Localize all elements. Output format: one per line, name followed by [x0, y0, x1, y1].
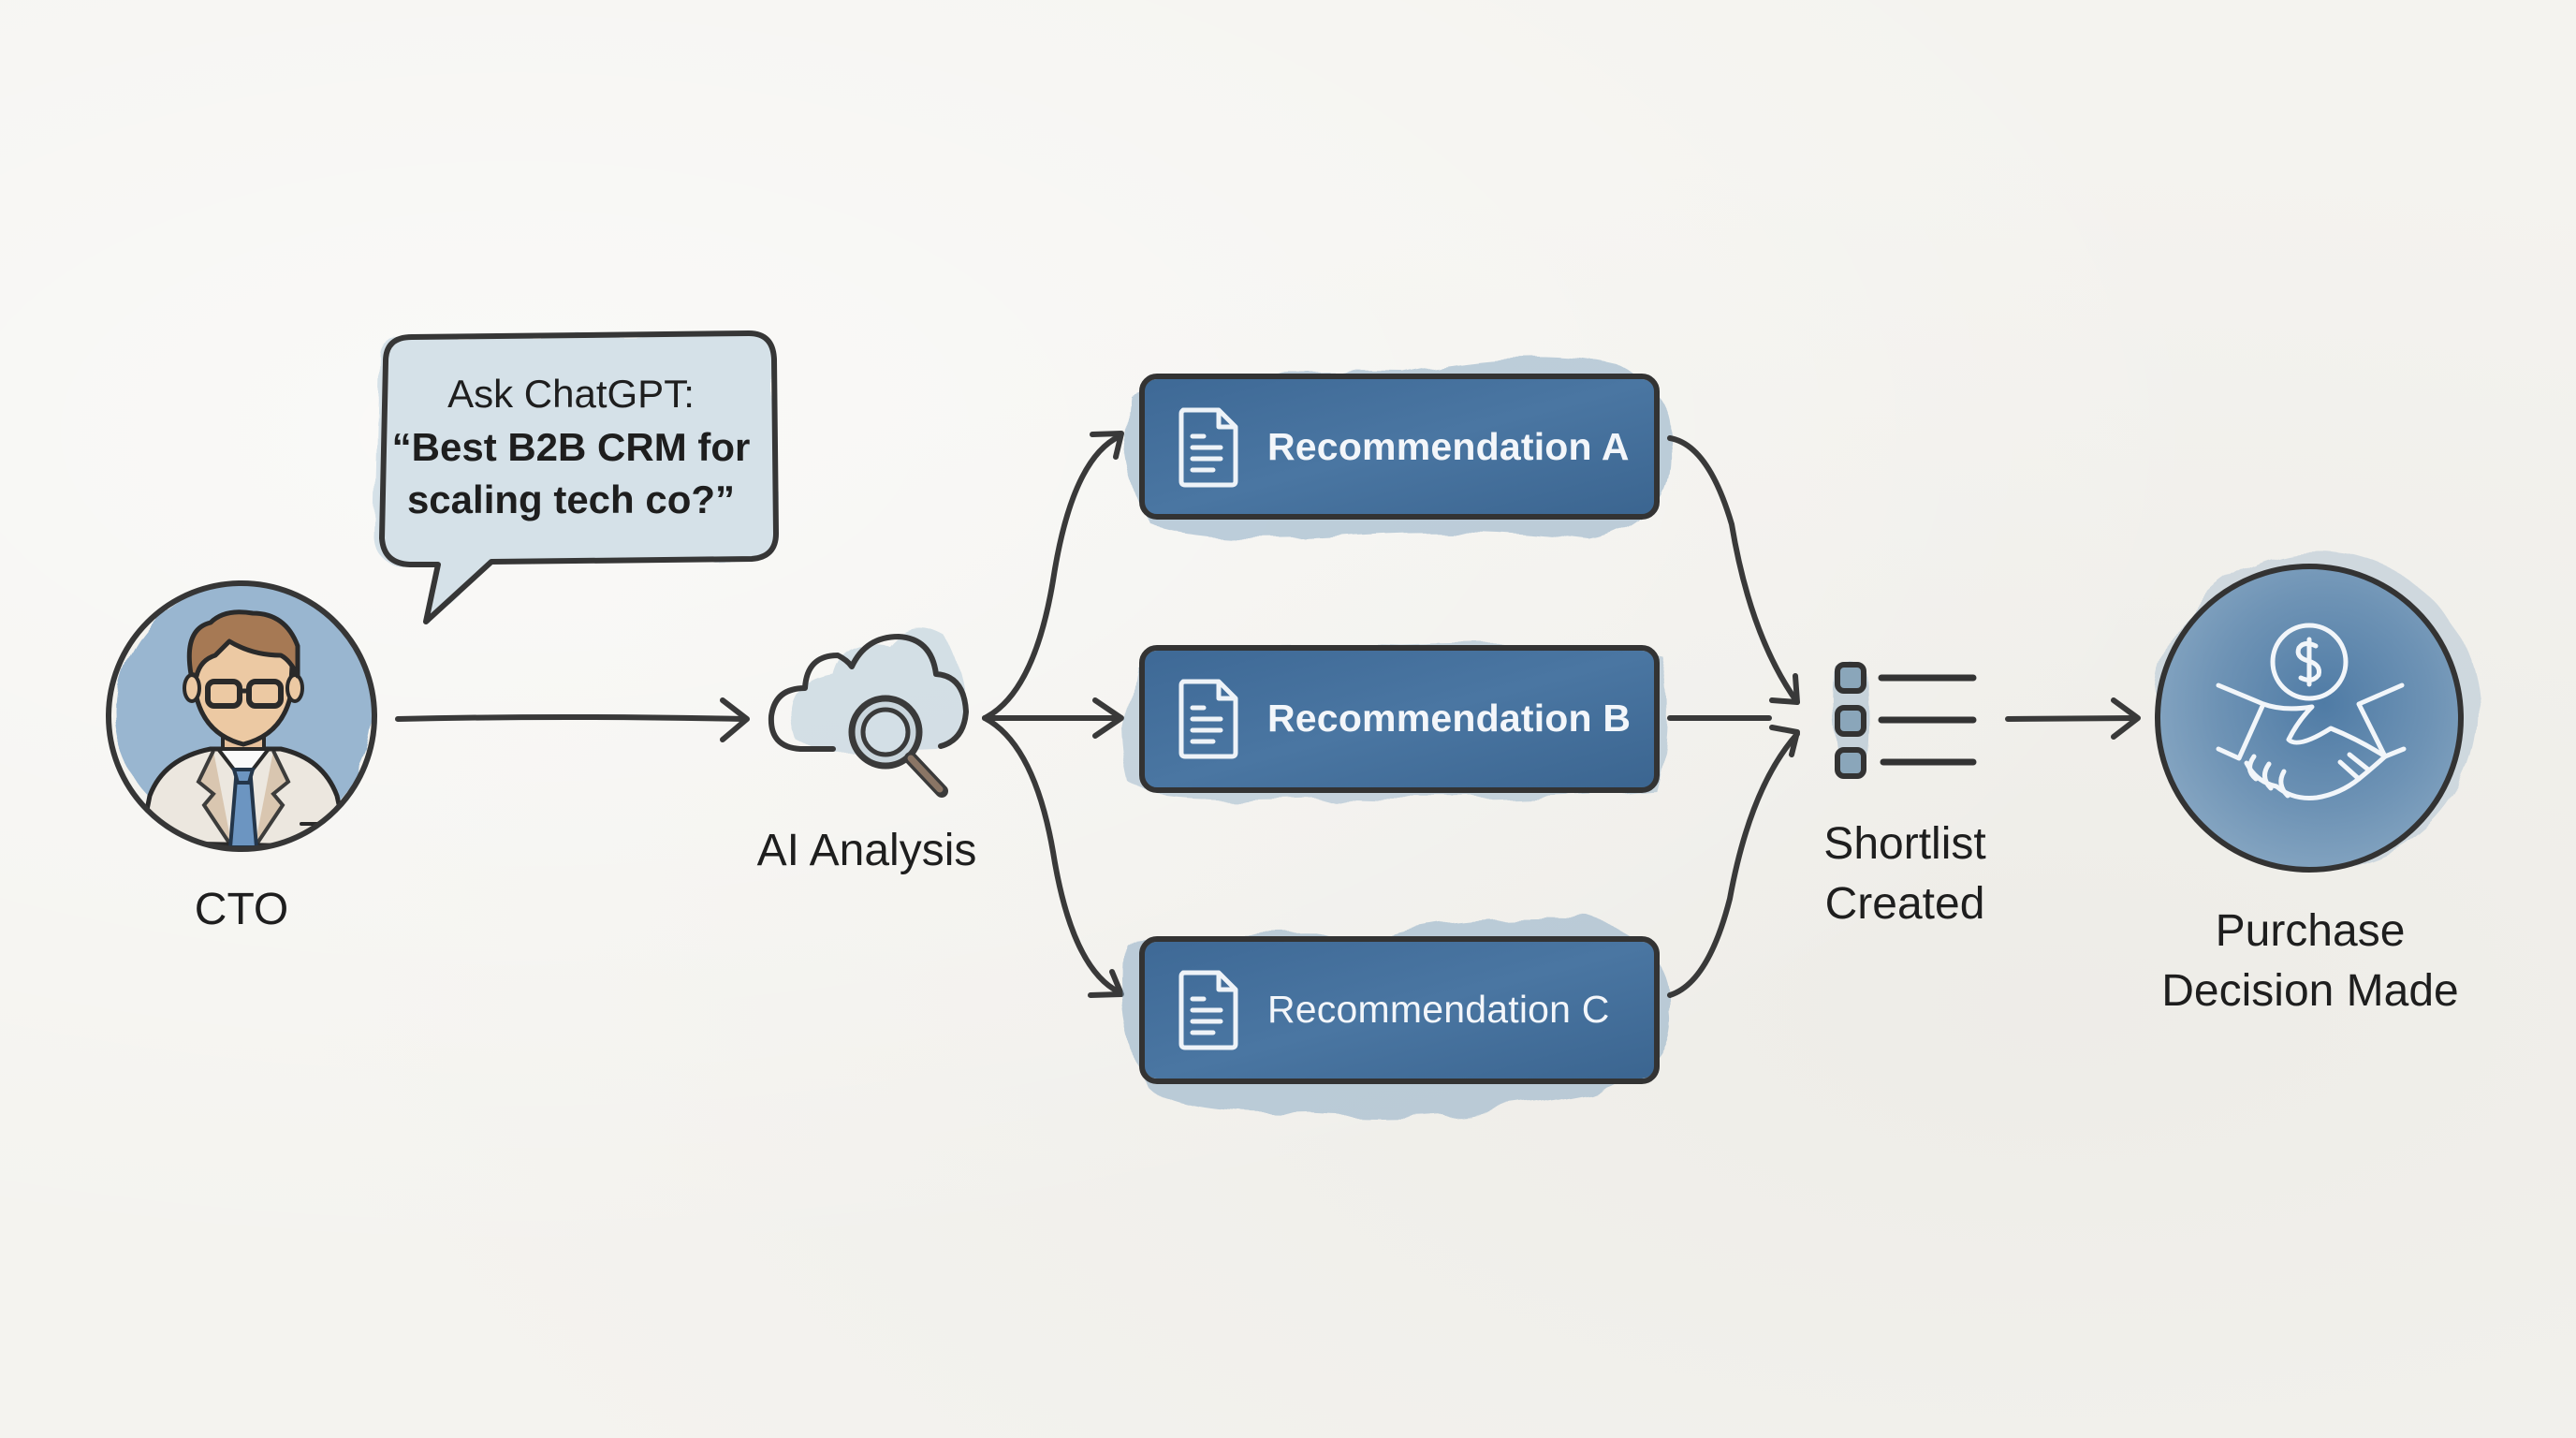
shortlist-label-line2: Created	[1824, 879, 1985, 929]
document-icon	[1178, 970, 1238, 1050]
speech-bubble-question-line2: scaling tech co?”	[406, 477, 736, 521]
arrow-ai-to-rec-a	[982, 433, 1122, 721]
speech-bubble	[374, 330, 779, 624]
cto-label: CTO	[194, 885, 289, 934]
handshake-dollar-icon	[2216, 623, 2407, 800]
purchase-label-line2: Decision Made	[2161, 966, 2459, 1016]
recommendation-a-label: Recommendation A	[1267, 424, 1630, 468]
arrow-rec-a-to-shortlist	[1667, 435, 1800, 705]
speech-bubble-prompt-label: Ask ChatGPT:	[447, 372, 695, 416]
cto-avatar	[106, 580, 377, 852]
checklist-icon	[1833, 661, 1977, 779]
ai-analysis-label: AI Analysis	[756, 826, 977, 875]
arrows-recommendations-to-shortlist	[1667, 435, 1800, 998]
rec-b-wash	[1124, 645, 1668, 800]
document-icon	[1178, 679, 1238, 759]
speech-bubble-question-line1: “Best B2B CRM for	[391, 425, 751, 469]
document-icon	[1178, 407, 1238, 488]
recommendation-a[interactable]: Recommendation A	[1142, 376, 1657, 517]
recommendation-b-label: Recommendation B	[1267, 696, 1632, 740]
speech-bubble-text: Ask ChatGPT: “Best B2B CRM for scaling t…	[392, 367, 751, 526]
recommendation-c[interactable]: Recommendation C	[1142, 939, 1657, 1079]
arrow-rec-c-to-shortlist	[1667, 731, 1800, 998]
purchase-decision-badge	[2155, 552, 2479, 873]
recommendation-b[interactable]: Recommendation B	[1142, 648, 1657, 788]
cloud-magnifier-icon	[768, 629, 969, 798]
arrow-shortlist-to-purchase	[2005, 697, 2141, 740]
arrows-ai-to-recommendations	[982, 431, 1124, 998]
arrow-cto-to-ai	[395, 697, 750, 742]
purchase-label-line1: Purchase	[2215, 906, 2406, 956]
arrow-ai-to-rec-c	[982, 715, 1122, 995]
rec-a-wash	[1125, 358, 1669, 541]
shortlist-label-line1: Shortlist	[1823, 819, 1986, 869]
recommendation-c-label: Recommendation C	[1267, 987, 1610, 1031]
shortlist-label: Shortlist Created	[1823, 814, 1985, 934]
rec-c-wash	[1125, 917, 1669, 1117]
purchase-label: Purchase Decision Made	[2161, 902, 2458, 1021]
